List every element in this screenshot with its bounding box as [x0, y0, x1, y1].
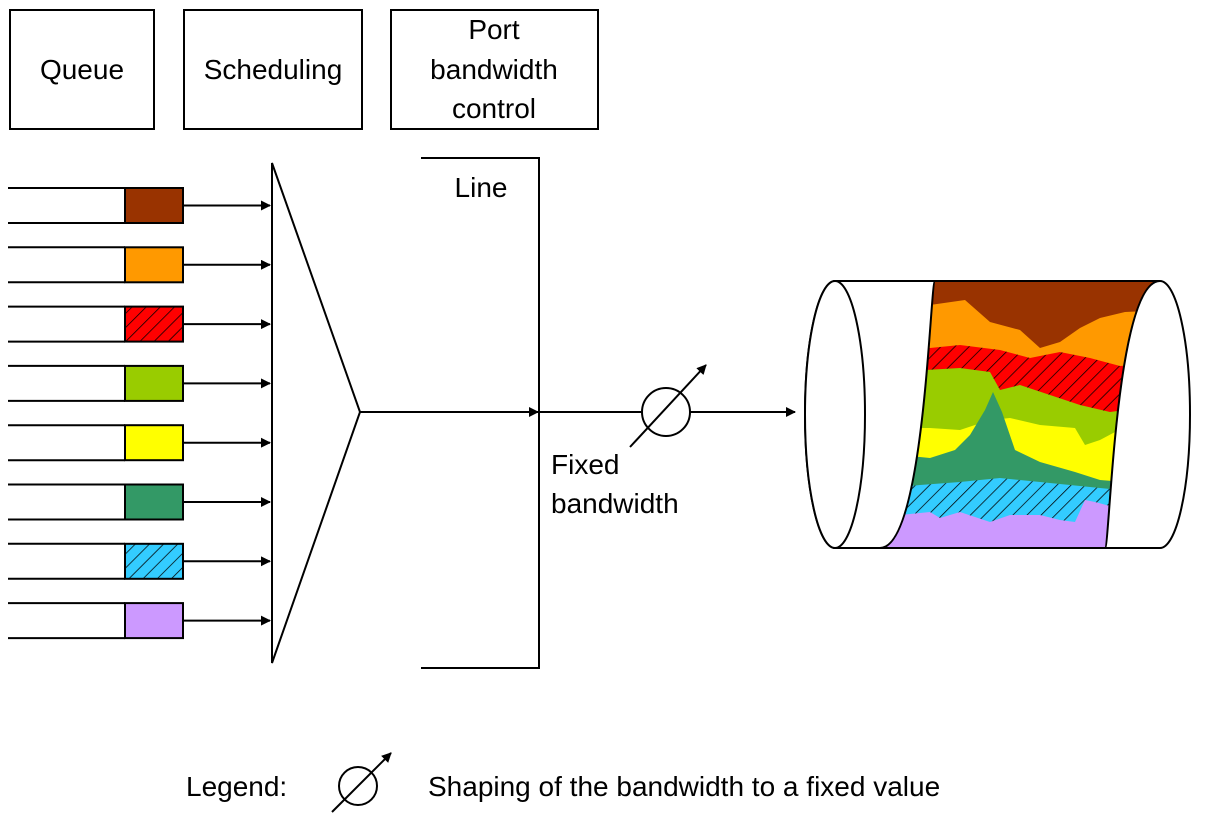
- header-scheduling-label: Scheduling: [204, 54, 343, 85]
- scheduler-funnel: [271, 162, 362, 664]
- queue-buffer: [8, 542, 125, 580]
- queue-row: [8, 364, 271, 402]
- queue-buffer: [8, 602, 125, 640]
- queue-packet: [124, 246, 184, 284]
- header-port-line2: bandwidth: [430, 54, 558, 85]
- queue-row: [8, 424, 271, 462]
- bandwidth-pipe: [804, 280, 1191, 549]
- queue-buffer: [8, 305, 125, 343]
- queue-packet: [124, 424, 184, 462]
- queue-row: [8, 187, 271, 224]
- queue-packet: [124, 483, 184, 521]
- queue-packet: [124, 542, 184, 580]
- queue-buffer: [8, 424, 125, 462]
- queue-row: [8, 483, 271, 521]
- queue-packet: [124, 602, 184, 640]
- queue-row: [8, 542, 271, 580]
- header-queue-label: Queue: [40, 54, 124, 85]
- queue-row: [8, 602, 271, 640]
- queue-buffer: [8, 187, 125, 224]
- queue-packet: [124, 305, 184, 343]
- legend-shaper-icon: [331, 752, 392, 813]
- queue-buffer: [8, 246, 125, 284]
- header-port-line1: Port: [468, 14, 520, 45]
- queue-buffer: [8, 483, 125, 521]
- queue-row: [8, 305, 271, 343]
- header-port-bandwidth-control: Port bandwidth control: [390, 9, 599, 130]
- fixed-bandwidth-label-line2: bandwidth: [551, 488, 679, 519]
- queue-row: [8, 246, 271, 284]
- queue-packet: [124, 364, 184, 402]
- header-queue: Queue: [9, 9, 155, 130]
- queue-list: [8, 187, 271, 640]
- header-port-line3: control: [452, 93, 536, 124]
- fixed-bandwidth-label-line1: Fixed: [551, 449, 619, 480]
- line-label: Line: [455, 172, 508, 203]
- legend-title: Legend:: [186, 771, 287, 802]
- queue-packet: [124, 187, 184, 224]
- header-scheduling: Scheduling: [183, 9, 363, 130]
- legend-description: Shaping of the bandwidth to a fixed valu…: [428, 771, 940, 802]
- bandwidth-shaper-icon: [629, 364, 707, 448]
- queue-buffer: [8, 364, 125, 402]
- legend: Legend: Shaping of the bandwidth to a fi…: [186, 752, 940, 813]
